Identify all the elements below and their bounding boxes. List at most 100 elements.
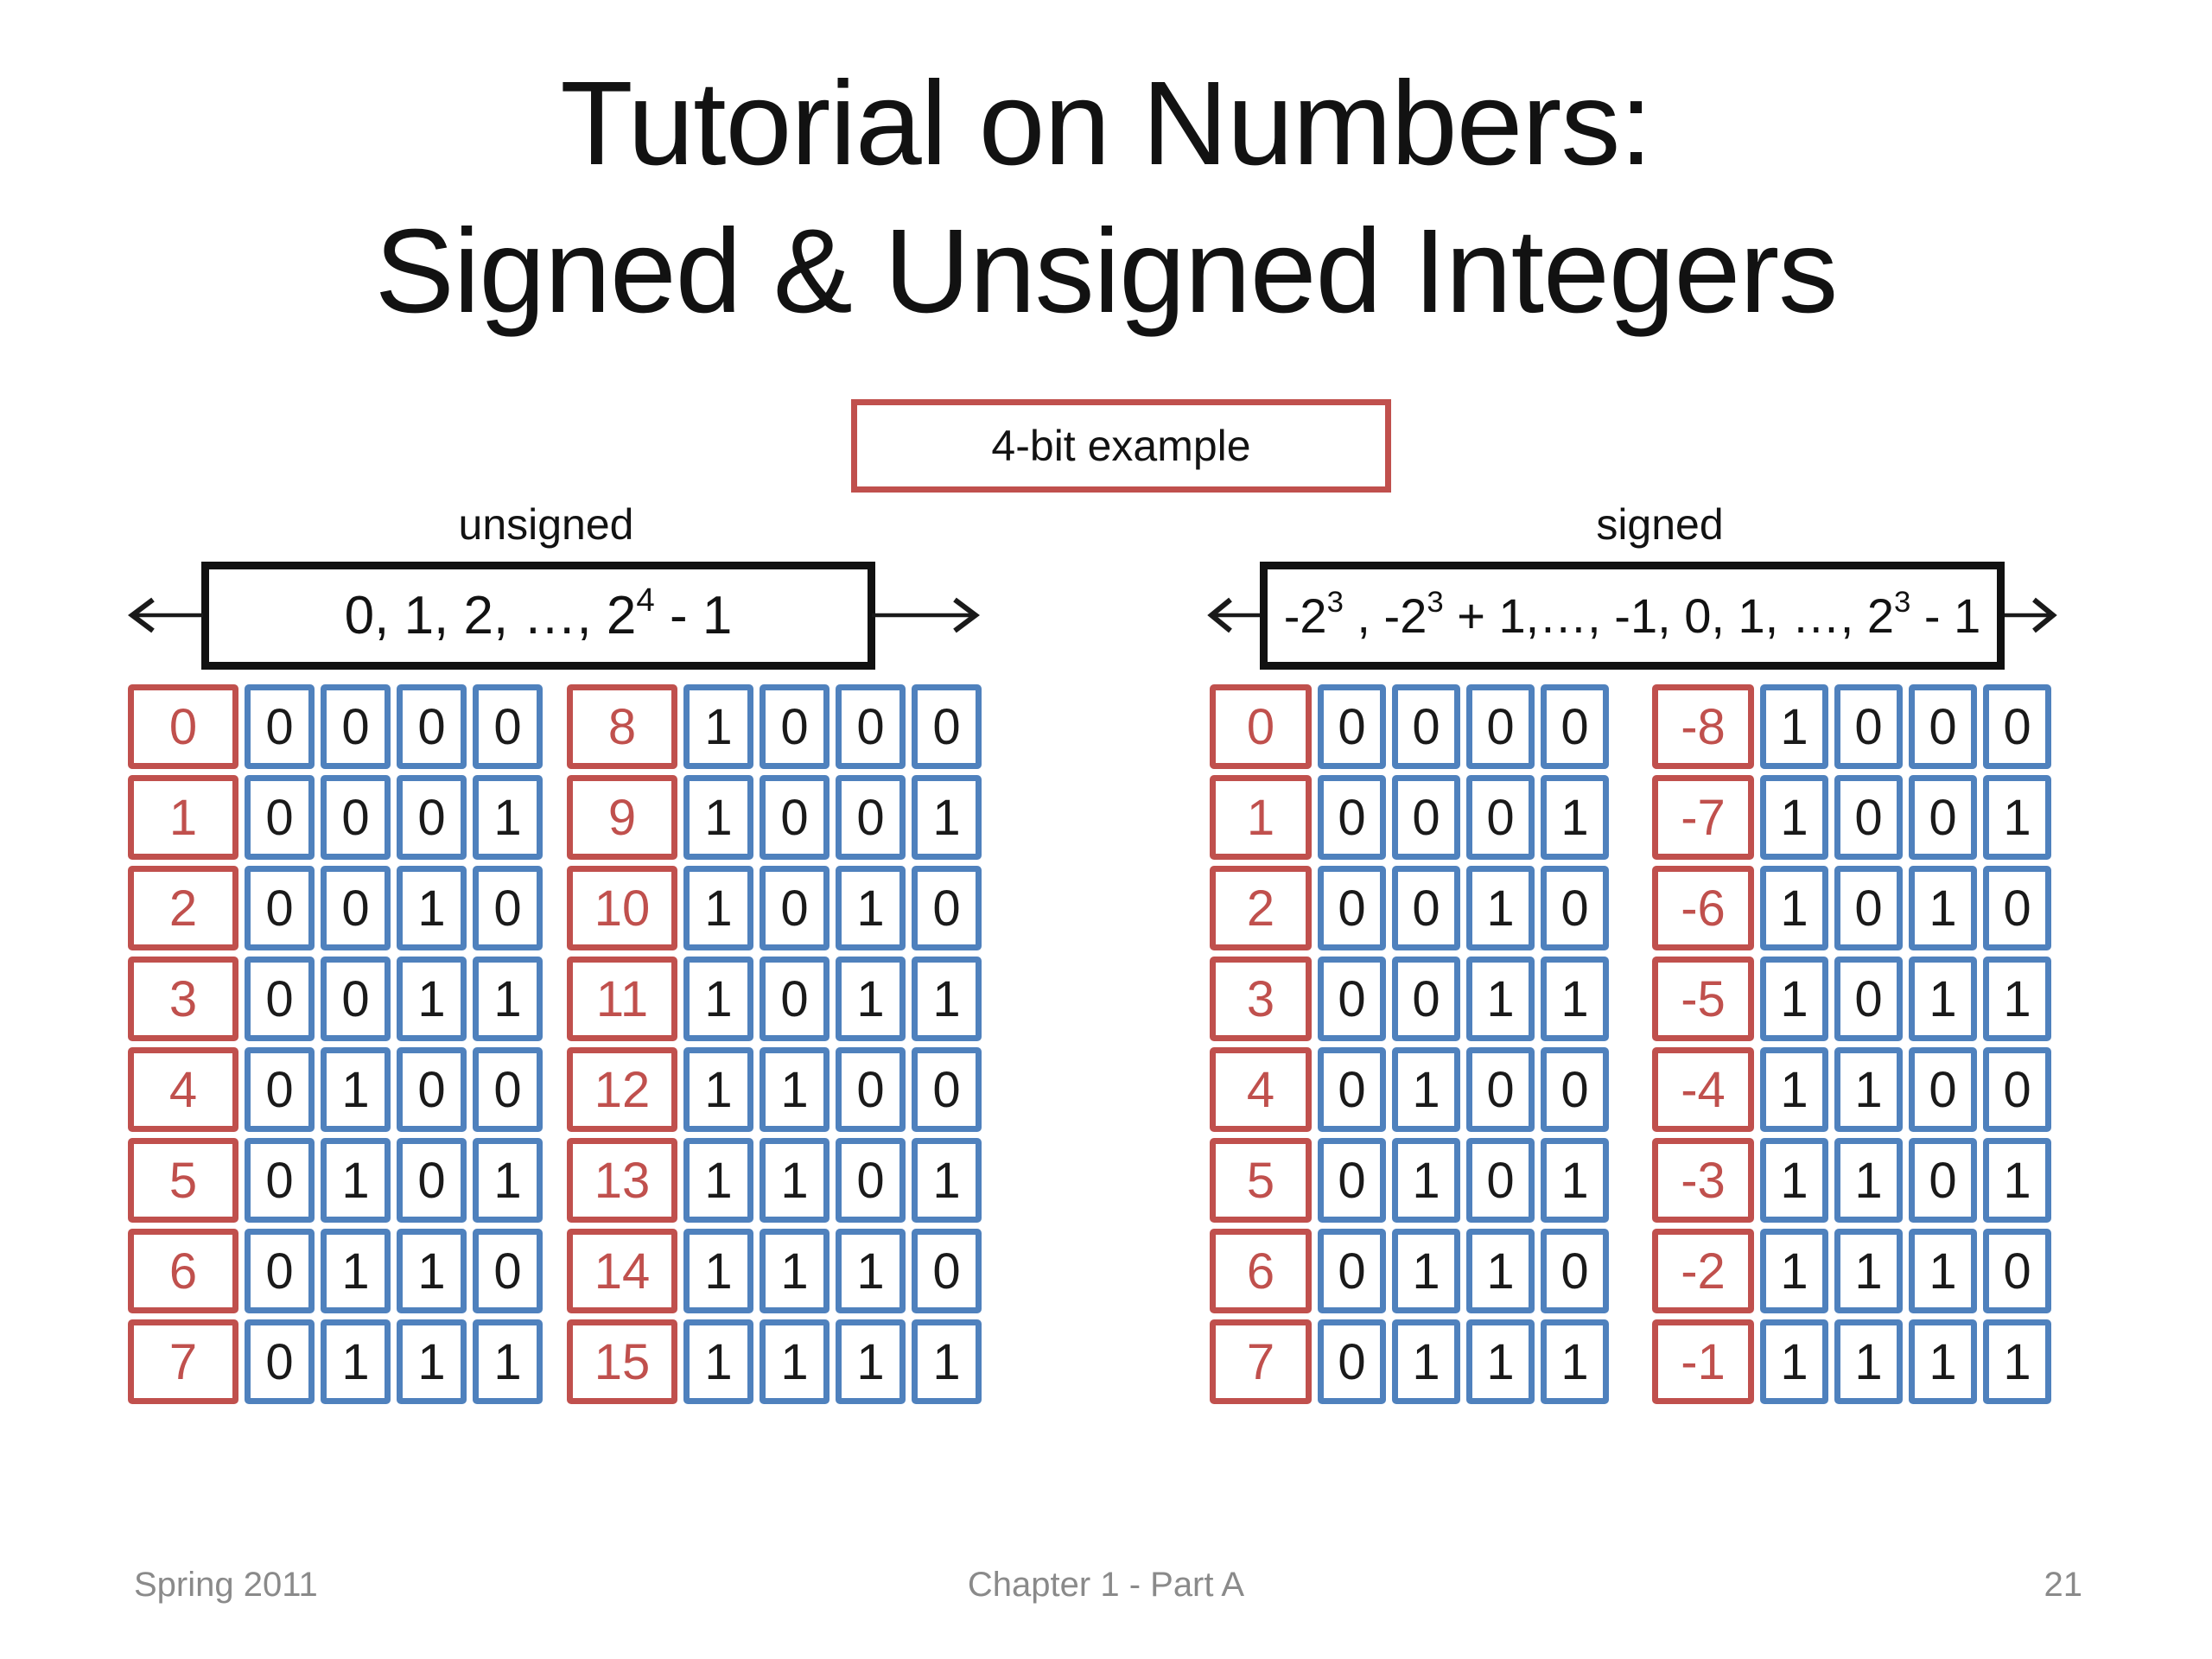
bit-cell: 1 xyxy=(760,1047,830,1132)
bit-cell: 0 xyxy=(397,684,467,769)
bit-cell: 1 xyxy=(1760,866,1828,950)
bit-cell: 0 xyxy=(1318,684,1386,769)
bit-cell: 0 xyxy=(397,1138,467,1223)
bit-cell: 0 xyxy=(1541,684,1609,769)
bit-cell: 1 xyxy=(1466,957,1535,1041)
bit-cell: 0 xyxy=(1318,1047,1386,1132)
decimal-value-cell: 5 xyxy=(1210,1138,1312,1223)
bit-cell: 0 xyxy=(1983,684,2051,769)
bit-cell: 1 xyxy=(683,1229,753,1313)
bit-cell: 1 xyxy=(836,1229,906,1313)
bit-cell: 1 xyxy=(397,866,467,950)
bit-cell: 1 xyxy=(1392,1138,1460,1223)
bit-cell: 0 xyxy=(397,1047,467,1132)
decimal-value-cell: 1 xyxy=(1210,775,1312,860)
decimal-value-cell: 3 xyxy=(128,957,238,1041)
bit-cell: 0 xyxy=(245,1138,315,1223)
bit-cell: 0 xyxy=(912,1229,982,1313)
bit-cell: 1 xyxy=(321,1138,391,1223)
bit-cell: 1 xyxy=(1834,1319,1903,1404)
range-superscript: 3 xyxy=(1894,586,1911,620)
bit-cell: 1 xyxy=(683,957,753,1041)
decimal-value-cell: 0 xyxy=(1210,684,1312,769)
bit-cell: 0 xyxy=(760,684,830,769)
bit-cell: 1 xyxy=(321,1319,391,1404)
decimal-value-cell: 14 xyxy=(567,1229,677,1313)
decimal-value-cell: 10 xyxy=(567,866,677,950)
bit-cell: 0 xyxy=(321,957,391,1041)
signed-label: signed xyxy=(1596,500,1724,549)
bit-cell: 1 xyxy=(321,1047,391,1132)
bit-cell: 0 xyxy=(1318,775,1386,860)
bit-cell: 1 xyxy=(1760,1047,1828,1132)
signed-left-arrow-icon xyxy=(1207,597,1260,633)
title-line-1: Tutorial on Numbers: xyxy=(560,57,1652,190)
bit-cell: 1 xyxy=(1392,1319,1460,1404)
bit-cell: 1 xyxy=(836,1319,906,1404)
example-badge-label: 4-bit example xyxy=(991,422,1251,470)
bit-cell: 0 xyxy=(245,1319,315,1404)
bit-cell: 1 xyxy=(1466,1319,1535,1404)
bit-cell: 0 xyxy=(245,775,315,860)
bit-cell: 0 xyxy=(1392,866,1460,950)
bit-cell: 1 xyxy=(683,775,753,860)
bit-cell: 0 xyxy=(1318,1319,1386,1404)
bit-cell: 1 xyxy=(1983,957,2051,1041)
slide-title: Tutorial on Numbers: Signed & Unsigned I… xyxy=(0,50,2212,346)
range-text-part: , -2 xyxy=(1343,588,1427,643)
range-text-part: - 1 xyxy=(654,586,733,645)
decimal-value-cell: -8 xyxy=(1652,684,1754,769)
decimal-value-cell: -2 xyxy=(1652,1229,1754,1313)
bit-cell: 1 xyxy=(1834,1229,1903,1313)
bit-cell: 0 xyxy=(1318,957,1386,1041)
bit-cell: 1 xyxy=(397,1319,467,1404)
decimal-value-cell: 13 xyxy=(567,1138,677,1223)
bit-cell: 1 xyxy=(473,775,543,860)
bit-cell: 0 xyxy=(1392,957,1460,1041)
bit-cell: 1 xyxy=(683,1319,753,1404)
decimal-value-cell: 3 xyxy=(1210,957,1312,1041)
unsigned-label: unsigned xyxy=(458,500,634,549)
bit-cell: 1 xyxy=(836,957,906,1041)
bit-cell: 0 xyxy=(473,1047,543,1132)
bit-cell: 1 xyxy=(1541,957,1609,1041)
bit-cell: 0 xyxy=(836,684,906,769)
bit-cell: 1 xyxy=(1983,775,2051,860)
bit-cell: 0 xyxy=(397,775,467,860)
bit-cell: 0 xyxy=(321,684,391,769)
signed-range-box: -23 , -23 + 1,…, -1, 0, 1, …, 23 - 1 xyxy=(1260,562,2005,670)
decimal-value-cell: 15 xyxy=(567,1319,677,1404)
bit-cell: 0 xyxy=(473,1229,543,1313)
bit-cell: 0 xyxy=(836,1138,906,1223)
signed-range-text: -23 , -23 + 1,…, -1, 0, 1, …, 23 - 1 xyxy=(1284,586,1980,644)
signed-right-arrow-icon xyxy=(2005,597,2057,633)
decimal-value-cell: 4 xyxy=(1210,1047,1312,1132)
bit-cell: 0 xyxy=(1983,1229,2051,1313)
decimal-value-cell: 6 xyxy=(128,1229,238,1313)
decimal-value-cell: -1 xyxy=(1652,1319,1754,1404)
decimal-value-cell: 11 xyxy=(567,957,677,1041)
bit-cell: 0 xyxy=(1834,957,1903,1041)
unsigned-right-arrow-icon xyxy=(872,597,980,633)
bit-cell: 1 xyxy=(683,1047,753,1132)
bit-cell: 1 xyxy=(1392,1047,1460,1132)
